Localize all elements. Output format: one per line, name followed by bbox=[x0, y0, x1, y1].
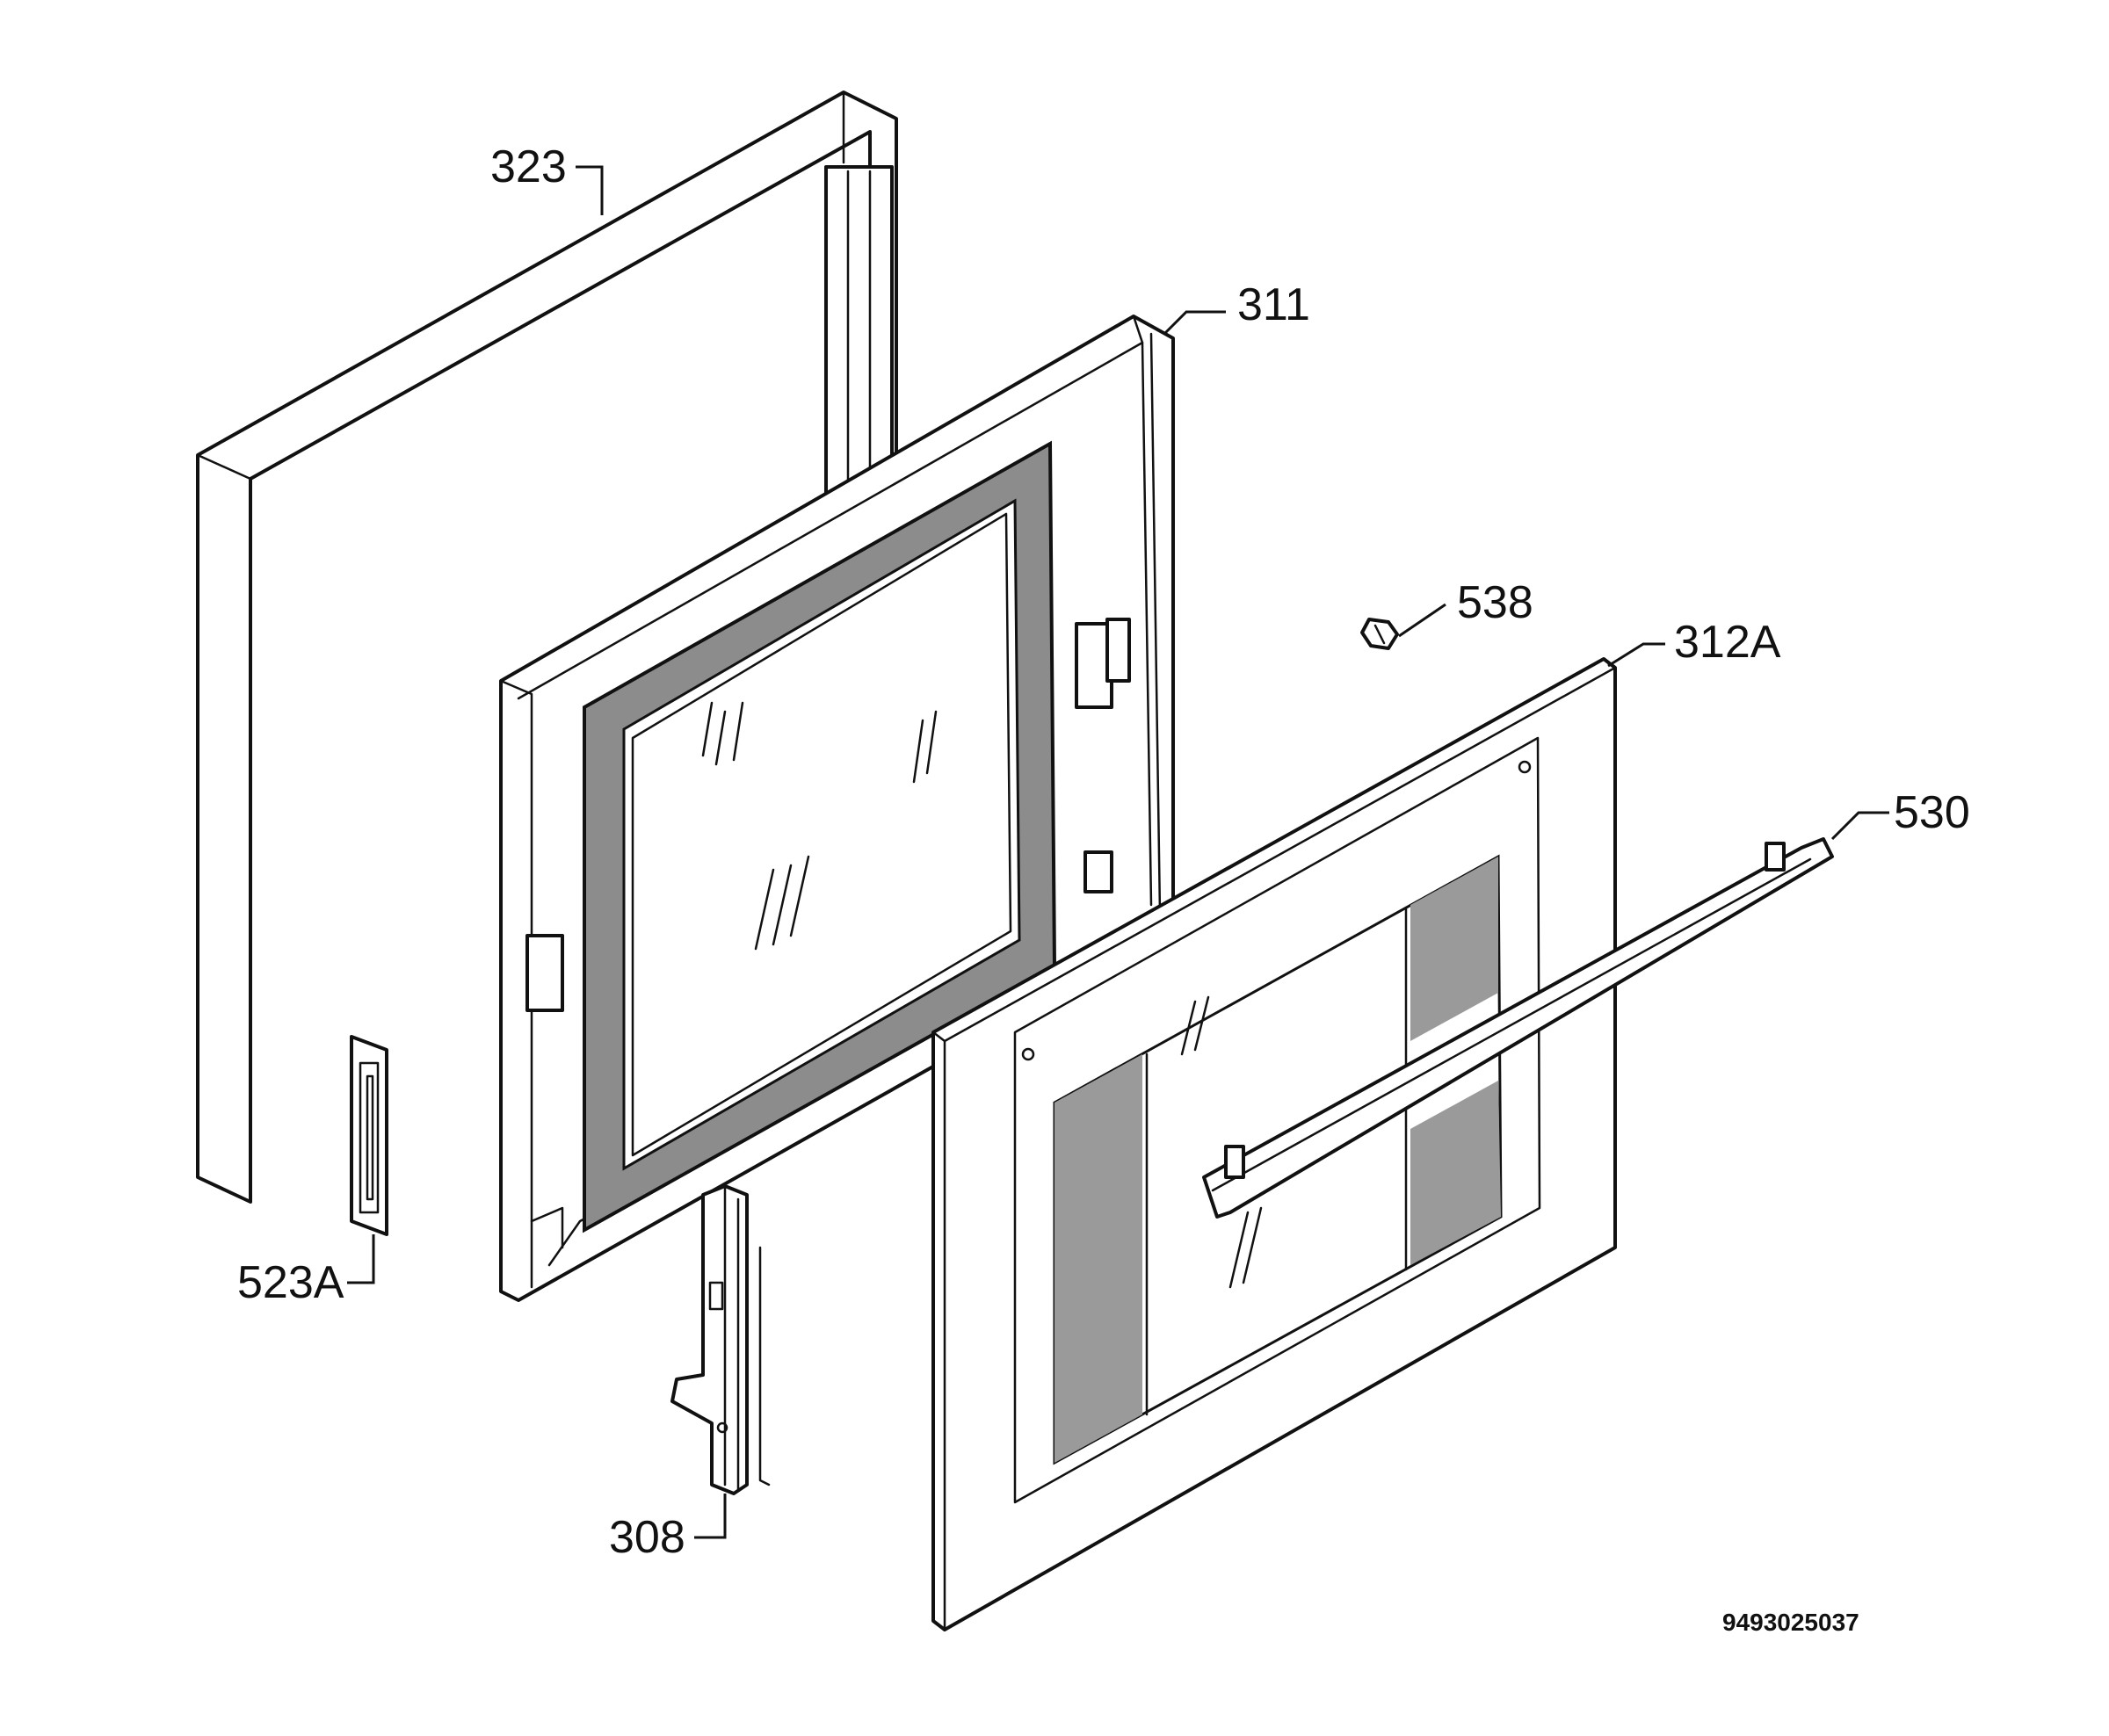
hinge-308 bbox=[670, 1184, 771, 1539]
latch-bracket-523a bbox=[347, 1035, 388, 1284]
label-323: 323 bbox=[490, 141, 567, 192]
label-308: 308 bbox=[609, 1512, 685, 1563]
label-312a: 312A bbox=[1674, 617, 1781, 668]
screw-538 bbox=[1360, 603, 1446, 650]
leader-312a bbox=[1607, 642, 1665, 668]
label-530: 530 bbox=[1894, 787, 1970, 838]
label-311: 311 bbox=[1237, 279, 1310, 330]
leader-323 bbox=[576, 165, 604, 215]
label-523a: 523A bbox=[237, 1257, 344, 1308]
handle-530 bbox=[1202, 811, 1889, 1219]
inner-door-311 bbox=[499, 315, 1175, 1302]
label-538: 538 bbox=[1457, 577, 1533, 628]
drawing-code: 9493025037 bbox=[1722, 1609, 1859, 1636]
leader-311 bbox=[1163, 310, 1226, 336]
